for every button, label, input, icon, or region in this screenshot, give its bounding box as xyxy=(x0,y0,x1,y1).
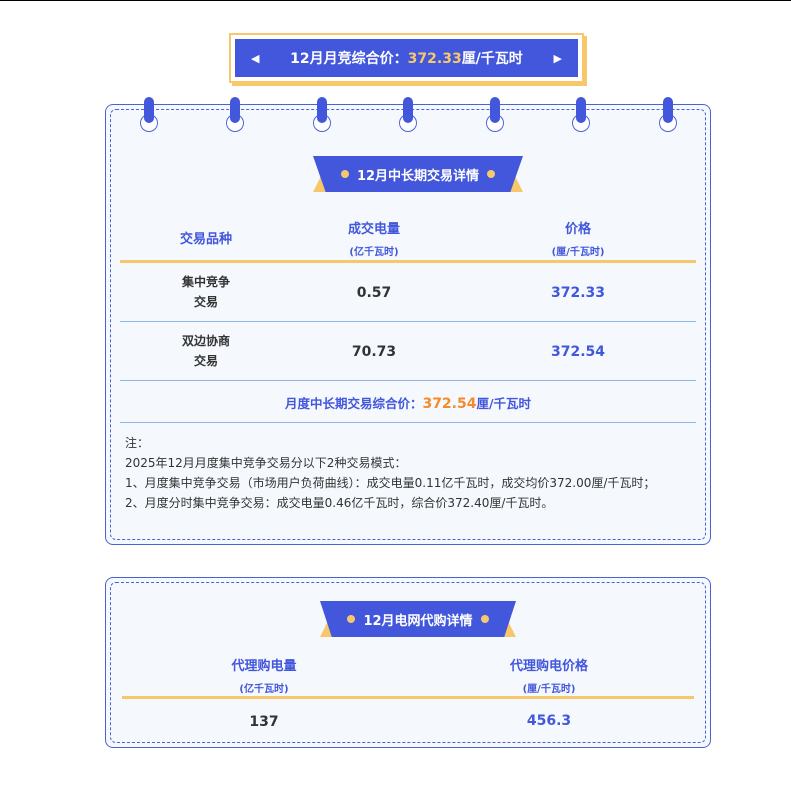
dot-icon xyxy=(340,170,349,178)
note-line: 2025年12月月度集中竞争交易分以下2种交易模式： xyxy=(125,456,407,470)
section-title: 12月电网代购详情 xyxy=(363,613,473,629)
banner-text: 12月月竞综合价：372.33厘/千瓦时 xyxy=(290,48,523,68)
col-header-price: 代理购电价格(厘/千瓦时) xyxy=(509,659,588,695)
binder-ring-icon xyxy=(571,97,591,133)
col-header-price: 价格(厘/千瓦时) xyxy=(551,222,605,258)
banner-label: 12月月竞综合价： xyxy=(290,51,408,67)
summary-divider xyxy=(120,422,696,423)
col-header-volume: 成交电量(亿千瓦时) xyxy=(347,222,400,258)
section-title-ribbon: 12月电网代购详情 xyxy=(320,601,516,637)
header-divider xyxy=(122,696,694,699)
note-line: 1、月度集中竞争交易（市场用户负荷曲线）：成交电量0.11亿千瓦时，成交均价37… xyxy=(125,476,656,490)
row-price: 372.33 xyxy=(550,285,606,301)
note-line: 注： xyxy=(125,436,150,450)
monthly-summary: 月度中长期交易综合价：372.54厘/千瓦时 xyxy=(284,396,532,412)
next-month-arrow-icon[interactable]: ▶ xyxy=(553,51,562,65)
grid-purchase-card: 12月电网代购详情 代理购电量(亿千瓦时) 代理购电价格(厘/千瓦时) 137 … xyxy=(105,577,711,748)
dot-icon xyxy=(480,615,489,623)
row-divider xyxy=(120,380,696,381)
banner-unit: 厘/千瓦时 xyxy=(461,51,523,67)
binder-ring-icon xyxy=(658,97,678,133)
binder-ring-icon xyxy=(312,97,332,133)
col-header-volume: 代理购电量(亿千瓦时) xyxy=(231,659,297,695)
row-volume: 70.73 xyxy=(351,344,397,360)
prev-month-arrow-icon[interactable]: ◀ xyxy=(251,51,260,65)
long-term-trade-card: 12月中长期交易详情 交易品种 成交电量(亿千瓦时) 价格(厘/千瓦时) 集中竞… xyxy=(105,97,711,545)
notes: 注： 2025年12月月度集中竞争交易分以下2种交易模式： 1、月度集中竞争交易… xyxy=(125,433,693,513)
grid-volume: 137 xyxy=(249,714,279,730)
dot-icon xyxy=(487,170,496,178)
banner-value: 372.33 xyxy=(407,51,462,67)
row-volume: 0.57 xyxy=(356,285,392,301)
section-title-ribbon: 12月中长期交易详情 xyxy=(313,156,523,192)
row-price: 372.54 xyxy=(550,344,606,360)
section-title: 12月中长期交易详情 xyxy=(356,168,480,184)
dot-icon xyxy=(347,615,356,623)
grid-price: 456.3 xyxy=(526,713,572,729)
row-type: 双边协商交易 xyxy=(181,334,230,368)
monthly-price-banner: ◀ 12月月竞综合价：372.33厘/千瓦时 ▶ xyxy=(229,33,584,83)
binder-ring-icon xyxy=(139,97,159,133)
binder-ring-icon xyxy=(398,97,418,133)
binder-ring-icon xyxy=(485,97,505,133)
row-divider xyxy=(120,321,696,322)
header-divider xyxy=(120,260,696,263)
note-line: 2、月度分时集中竞争交易：成交电量0.46亿千瓦时，综合价372.40厘/千瓦时… xyxy=(125,496,554,510)
binder-ring-icon xyxy=(225,97,245,133)
row-type: 集中竞争交易 xyxy=(181,275,230,309)
col-header-type: 交易品种 xyxy=(179,232,232,247)
